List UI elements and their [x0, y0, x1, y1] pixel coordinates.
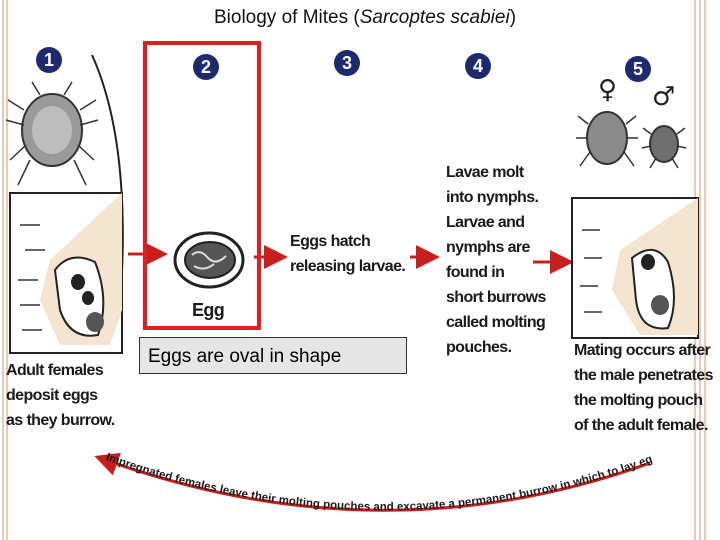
slide-title: Biology of Mites (Sarcoptes scabiei) [213, 7, 517, 28]
male-mite-icon [641, 125, 687, 169]
step-badge-2: 2 [193, 54, 219, 80]
slide-frame-left [0, 0, 10, 540]
step5-caption: Mating occurs after the male penetrates … [574, 342, 713, 434]
female-symbol: ♀ [598, 75, 618, 105]
step-badge-5: 5 [625, 56, 651, 82]
adult-female-mite-icon [5, 81, 99, 186]
male-symbol: ♂ [652, 82, 676, 112]
egg-shape-label: Eggs are oval in shape [139, 337, 407, 374]
egg-icon [173, 231, 245, 289]
step3-caption: Eggs hatch releasing larvae. [290, 233, 406, 275]
step-badge-1: 1 [36, 47, 62, 73]
step-badge-4: 4 [465, 53, 491, 79]
step-badge-3: 3 [334, 50, 360, 76]
step4-caption: Lavae molt into nymphs. Larvae and nymph… [446, 164, 546, 356]
skin-burrow-illustration-5 [571, 197, 699, 339]
egg-highlight-box [143, 41, 261, 330]
cycle-arrow [94, 452, 651, 512]
skin-burrow-illustration-1 [9, 192, 123, 354]
female-mite-icon [576, 111, 638, 167]
species-name: Sarcoptes scabiei [359, 7, 510, 28]
step1-caption: Adult females deposit eggs as they burro… [6, 362, 115, 429]
step2-caption: Egg [192, 300, 225, 320]
